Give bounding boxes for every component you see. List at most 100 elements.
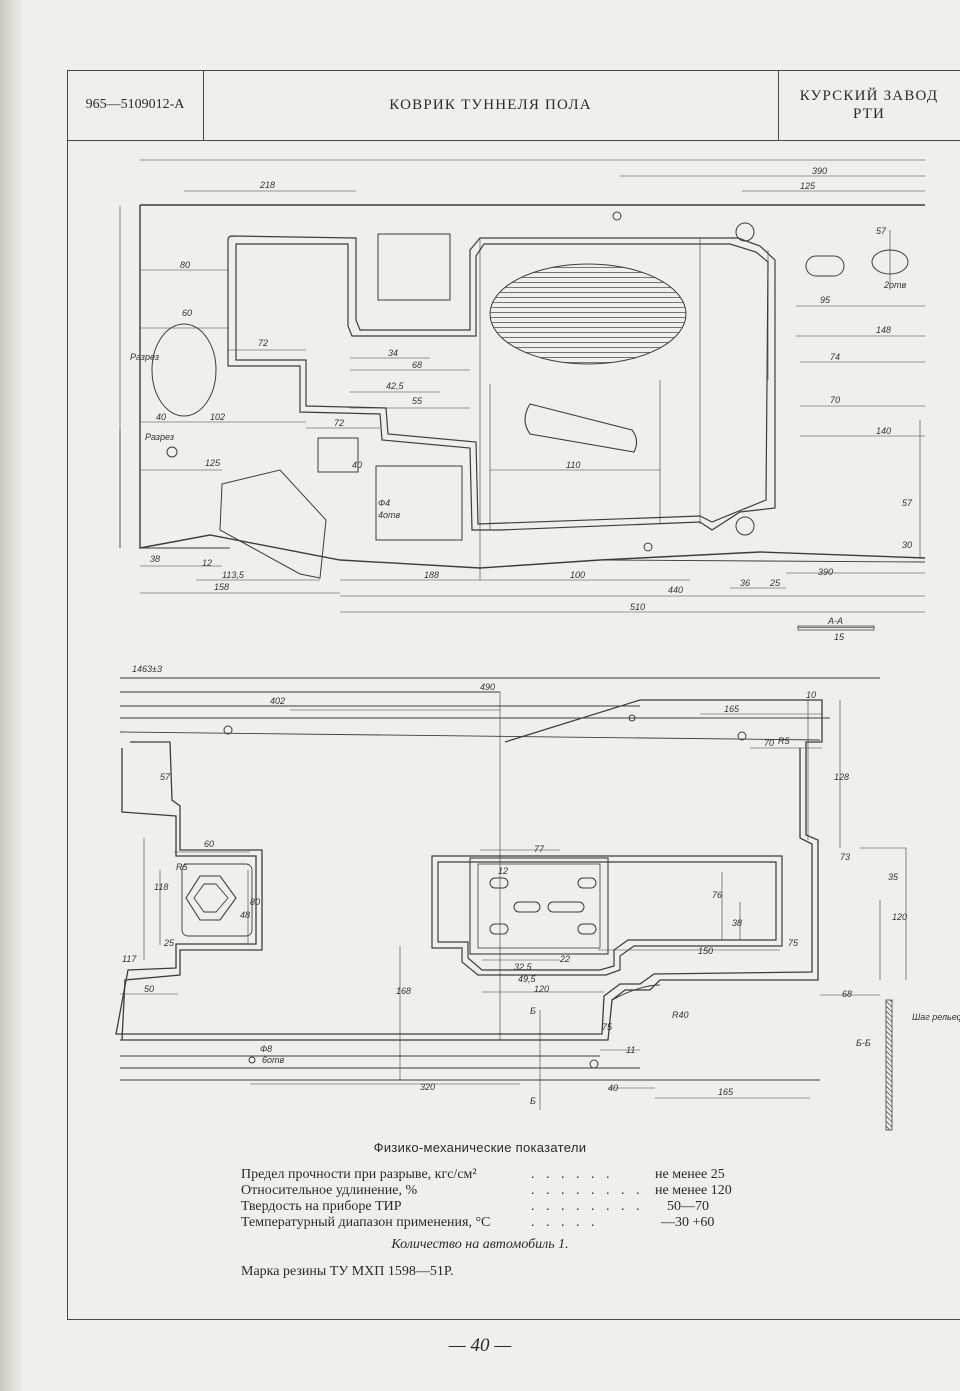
svg-text:125: 125	[205, 458, 221, 468]
svg-text:68: 68	[412, 360, 422, 370]
svg-text:Разрез: Разрез	[145, 432, 174, 442]
svg-text:70: 70	[830, 395, 840, 405]
bottom-drawing: 1463±3 402 490 10 165 70 R5 128 57 60 R5…	[115, 664, 960, 1131]
svg-text:120: 120	[892, 912, 907, 922]
svg-text:55: 55	[412, 396, 423, 406]
svg-text:12: 12	[202, 558, 212, 568]
svg-text:76: 76	[712, 890, 722, 900]
spec-row-temperature: Температурный диапазон применения, °С . …	[241, 1215, 781, 1231]
spec-value: не менее 120	[655, 1183, 732, 1198]
spec-leader: . . . . .	[531, 1215, 599, 1230]
svg-text:110: 110	[566, 460, 580, 470]
svg-text:75: 75	[788, 938, 799, 948]
svg-text:117: 117	[122, 954, 137, 964]
svg-text:125: 125	[800, 181, 816, 191]
svg-text:49,5: 49,5	[518, 974, 537, 984]
svg-text:490: 490	[480, 682, 495, 692]
spec-value: не менее 25	[655, 1167, 725, 1182]
svg-text:390: 390	[818, 567, 833, 577]
spec-row-hardness: Твердость на приборе ТИР . . . . . . . .…	[241, 1199, 781, 1215]
svg-text:128: 128	[834, 772, 849, 782]
spec-leader: . . . . . .	[531, 1167, 614, 1182]
svg-text:102: 102	[210, 412, 225, 422]
svg-text:140: 140	[876, 426, 891, 436]
spec-label: Относительное удлинение, %	[241, 1183, 418, 1198]
svg-text:57: 57	[902, 498, 913, 508]
svg-text:32,5: 32,5	[514, 962, 533, 972]
svg-text:77: 77	[534, 844, 545, 854]
manufacturer-line-1: КУРСКИЙ ЗАВОД	[799, 88, 939, 104]
svg-text:150: 150	[698, 946, 713, 956]
manufacturer-line-2: РТИ	[852, 106, 886, 122]
spec-value: —30 +60	[661, 1215, 715, 1230]
svg-text:25: 25	[163, 938, 175, 948]
drawing-frame	[67, 70, 960, 1320]
spec-label: Предел прочности при разрыве, кгс/см²	[241, 1167, 477, 1182]
svg-text:100: 100	[570, 570, 585, 580]
svg-text:158: 158	[214, 582, 229, 592]
quantity-per-vehicle: Количество на автомобиль 1.	[391, 1237, 569, 1252]
svg-text:510: 510	[630, 602, 645, 612]
svg-text:42,5: 42,5	[386, 381, 405, 391]
svg-text:1463±3: 1463±3	[132, 664, 162, 674]
spec-label: Температурный диапазон применения, °С	[241, 1215, 491, 1230]
svg-text:80: 80	[180, 260, 190, 270]
svg-text:25: 25	[769, 578, 781, 588]
svg-text:Разрез: Разрез	[130, 352, 159, 362]
svg-text:15: 15	[834, 632, 845, 642]
rubber-grade: Марка резины ТУ МХП 1598—51Р.	[241, 1264, 454, 1279]
svg-text:165: 165	[724, 704, 740, 714]
svg-text:Б: Б	[530, 1096, 536, 1106]
svg-text:35: 35	[888, 872, 899, 882]
svg-text:168: 168	[396, 986, 411, 996]
svg-text:165: 165	[718, 1087, 734, 1097]
svg-text:60: 60	[182, 308, 192, 318]
svg-text:4отв: 4отв	[378, 510, 401, 520]
svg-text:57: 57	[160, 772, 171, 782]
svg-text:70: 70	[764, 738, 774, 748]
svg-text:60: 60	[204, 839, 214, 849]
svg-text:R5: R5	[778, 736, 790, 746]
spec-row-tensile: Предел прочности при разрыве, кгс/см² . …	[241, 1167, 781, 1183]
book-binding-edge	[0, 0, 22, 1391]
svg-text:188: 188	[424, 570, 439, 580]
specs-title: Физико-механические показатели	[373, 1140, 587, 1155]
top-drawing: 390 218 125 80 60 72 34 68 42,5 55 102 4…	[119, 159, 926, 642]
part-title: КОВРИК ТУННЕЛЯ ПОЛА	[203, 70, 779, 140]
svg-text:38: 38	[150, 554, 160, 564]
svg-text:440: 440	[668, 585, 683, 595]
svg-text:40: 40	[156, 412, 166, 422]
svg-text:2отв: 2отв	[883, 280, 907, 290]
svg-text:118: 118	[154, 882, 168, 892]
spec-value: 50—70	[667, 1199, 709, 1214]
svg-text:22: 22	[559, 954, 570, 964]
svg-text:R40: R40	[672, 1010, 689, 1020]
part-number: 965—5109012-А	[67, 70, 204, 140]
svg-text:Шаг рельефа: Шаг рельефа	[912, 1012, 960, 1022]
manufacturer: КУРСКИЙ ЗАВОД РТИ	[778, 70, 960, 140]
svg-text:73: 73	[840, 852, 850, 862]
svg-text:6отв: 6отв	[262, 1055, 285, 1065]
svg-text:34: 34	[388, 348, 398, 358]
svg-text:40: 40	[352, 460, 362, 470]
svg-text:30: 30	[902, 540, 912, 550]
title-block: 965—5109012-А КОВРИК ТУННЕЛЯ ПОЛА КУРСКИ…	[67, 70, 960, 141]
spec-row-elongation: Относительное удлинение, % . . . . . . .…	[241, 1183, 781, 1199]
svg-text:12: 12	[498, 866, 508, 876]
spec-leader: . . . . . . . .	[531, 1199, 641, 1214]
svg-text:Б-Б: Б-Б	[856, 1038, 871, 1048]
svg-text:R5: R5	[176, 862, 188, 872]
svg-text:74: 74	[830, 352, 840, 362]
svg-text:57: 57	[876, 226, 887, 236]
svg-text:320: 320	[420, 1082, 435, 1092]
svg-text:113,5: 113,5	[222, 570, 245, 580]
svg-text:40: 40	[608, 1083, 618, 1093]
svg-text:48: 48	[240, 910, 250, 920]
svg-text:50: 50	[144, 984, 154, 994]
svg-text:72: 72	[334, 418, 344, 428]
svg-text:148: 148	[876, 325, 891, 335]
svg-text:75: 75	[602, 1022, 613, 1032]
svg-text:Б: Б	[530, 1006, 536, 1016]
svg-text:36: 36	[740, 578, 750, 588]
svg-text:А-А: А-А	[827, 616, 843, 626]
